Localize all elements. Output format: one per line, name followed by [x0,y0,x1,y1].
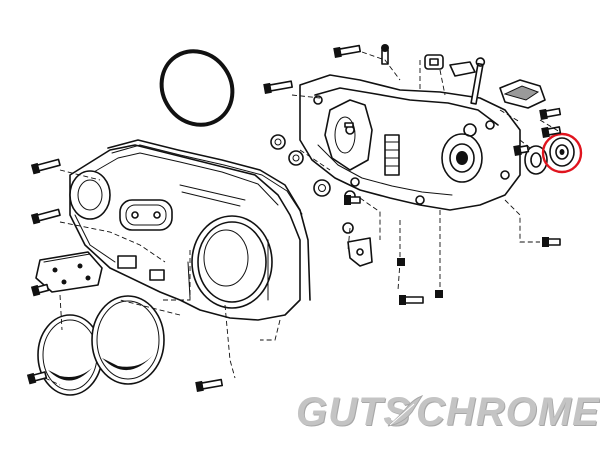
oil-seal-highlighted [541,132,583,174]
derby-cover-front [37,314,103,396]
feather-icon [387,395,424,427]
brand-word-right: CHROME [416,390,600,434]
starter-cover [499,79,546,109]
inner-primary-housing [299,74,521,211]
derby-cover-rear [91,295,165,385]
inspection-cover-plate [35,251,103,293]
cover-gasket [107,139,311,301]
bearing-assembly [524,145,548,175]
brand-logo: GUTS CHROME [296,388,599,436]
assembly-lines [44,51,561,386]
small-gasket [117,255,137,269]
highlight-circle [541,132,583,174]
neutral-switch-cover [424,54,444,70]
o-ring [159,49,235,127]
outer-primary-cover [69,144,301,321]
cover-gasket-small [449,61,476,77]
mounting-bracket [347,237,373,267]
brand-word-left: GUTS [296,390,412,434]
fasteners [26,44,562,392]
small-gasket-2 [149,269,165,281]
